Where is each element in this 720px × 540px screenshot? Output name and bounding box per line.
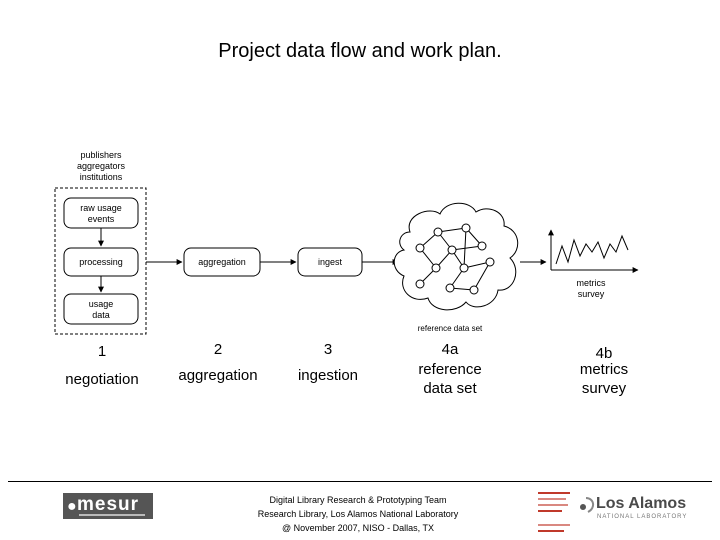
stage-1-label: negotiation [65,371,139,388]
usage-data-label-1: usage [89,299,114,309]
stage-4b-label: metrics survey [579,361,629,397]
metrics-label-1: metrics [577,278,606,288]
stage-4a-label: reference data set [418,361,482,397]
aggregation-label: aggregation [198,257,246,267]
footer-line-3: @ November 2007, NISO - Dallas, TX [281,523,435,533]
stage-2-number: 2 [213,341,223,358]
mesur-logo: ● mesur [63,493,153,519]
laboratory-badge-logo [538,492,570,532]
los-alamos-logo: Los Alamos NATIONAL LABORATORY [576,493,686,523]
stage-1-number: 1 [97,343,107,360]
mesur-logo-text: mesur [77,494,140,515]
source-heading-1: publishers [80,150,122,160]
metrics-label-2: survey [578,289,605,299]
raw-usage-label-1: raw usage [80,203,122,213]
network-nodes [415,223,495,295]
cloud-label: reference data set [418,324,483,333]
usage-data-label-2: data [92,310,110,320]
stage-2-label: aggregation [178,367,258,384]
footer-divider [8,481,712,482]
raw-usage-label-2: events [88,214,115,224]
stage-3-label: ingestion [297,367,359,384]
page-title: Project data flow and work plan. [218,40,502,62]
metrics-chart-icon [548,229,639,273]
los-alamos-name: Los Alamos [596,495,687,512]
stage-4b-number: 4b [595,345,613,362]
stage-4a-number: 4a [441,341,459,358]
footer-line-1: Digital Library Research & Prototyping T… [269,495,447,505]
source-heading-3: institutions [80,172,123,182]
stage-3-number: 3 [323,341,333,358]
ingest-label: ingest [318,257,343,267]
footer-line-2: Research Library, Los Alamos National La… [257,509,459,519]
negotiation-group [54,187,147,335]
source-heading-2: aggregators [77,161,126,171]
los-alamos-subtitle: NATIONAL LABORATORY [597,514,688,520]
usage-data-box [63,293,139,325]
processing-label: processing [79,257,123,267]
los-alamos-mark-icon [580,497,594,513]
footer-credits: Digital Library Research & Prototyping T… [200,493,516,535]
